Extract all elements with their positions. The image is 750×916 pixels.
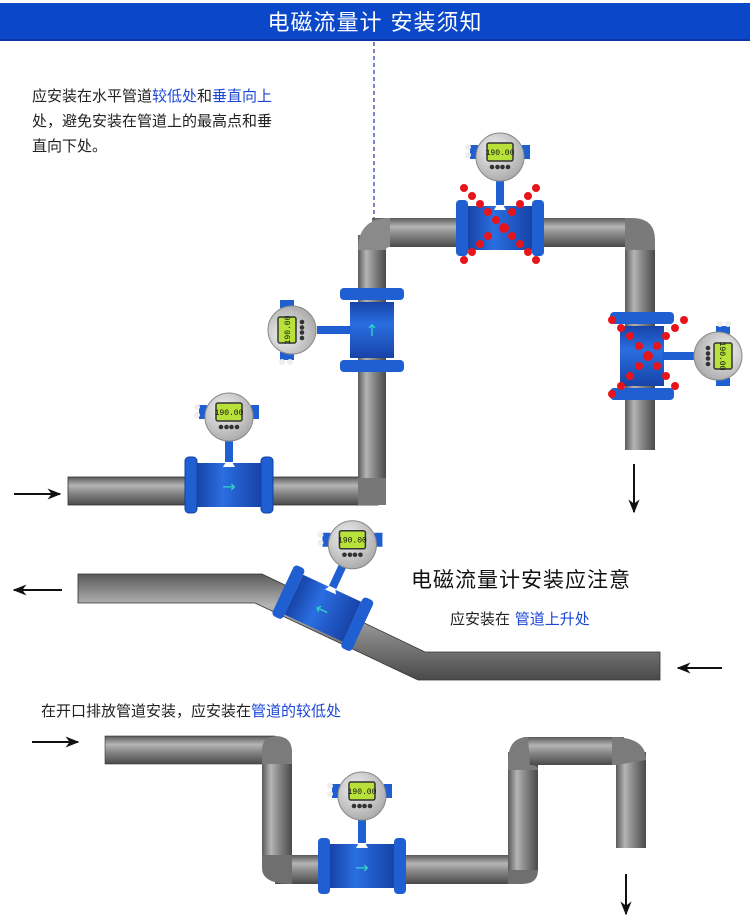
section3-note: 在开口排放管道安装，应安装在管道的较低处 [41,702,342,720]
section1-note: 应安装在水平管道较低处和垂直向上 处，避免安装在管道上的最高点和垂 直向下处。 [32,84,332,159]
meter-vertical-down [608,312,743,400]
warning-cross [608,316,688,398]
highlight-rising-section: 管道上升处 [514,610,590,628]
meter-horizontal-low: → [184,392,274,514]
section1-line2: 处，避免安装在管道上的最高点和垂 [32,112,273,130]
meter-open-drain-low: → [318,771,406,894]
warning-cross [460,184,540,264]
meter-incline-rising: ← [272,519,384,651]
section1-line3: 直向下处。 [32,137,108,155]
svg-text:→: → [355,858,368,877]
meter-top-highest [456,132,544,264]
section2-subtitle: 应安装在 管道上升处 [450,610,590,628]
meter-vertical-up: ↑ [267,288,404,372]
highlight-pipe-low-point: 管道的较低处 [251,702,342,720]
header-banner: 电磁流量计 安装须知 [0,3,750,41]
pipe-section-3 [104,735,646,884]
highlight-vertical-up: 垂直向上 [212,87,273,105]
page-title: 电磁流量计 安装须知 [267,11,483,36]
highlight-low-point: 较低处 [152,87,198,105]
svg-text:→: → [222,477,235,496]
section1-line1: 应安装在水平管道较低处和垂直向上 [32,87,273,105]
section2-title: 电磁流量计安装应注意 [411,568,631,592]
svg-text:↑: ↑ [365,321,378,340]
